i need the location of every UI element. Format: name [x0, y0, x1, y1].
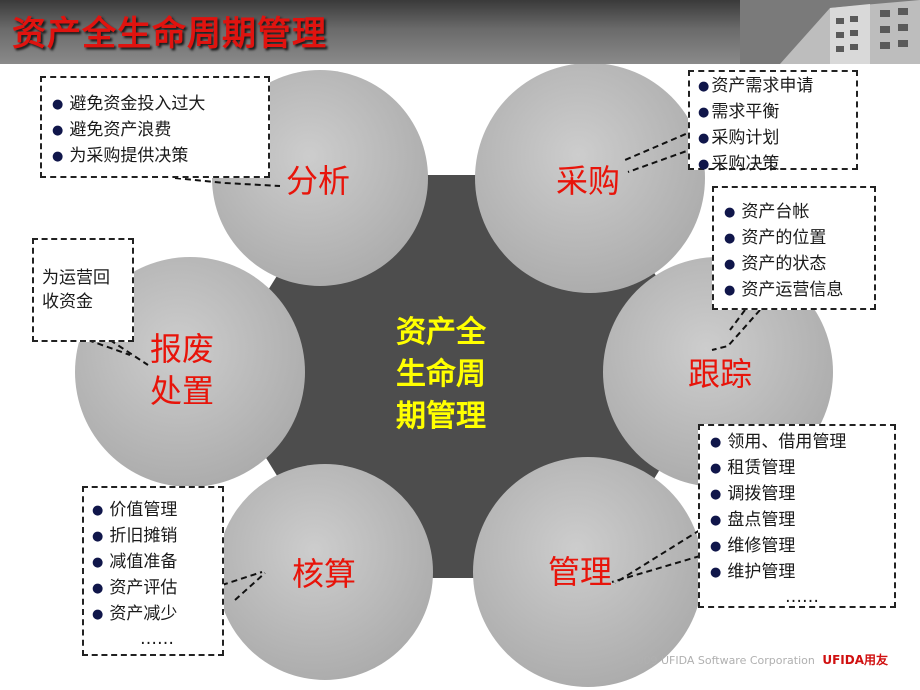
- page-title: 资产全生命周期管理: [12, 14, 327, 54]
- note-management-ellipsis: ……: [785, 587, 819, 607]
- connector-management-2: [611, 555, 701, 583]
- note-accounting-item: 减值准备: [92, 550, 222, 576]
- stage-label-management: 管理: [548, 553, 613, 591]
- stage-circle-accounting: [217, 464, 433, 680]
- title-bar: 资产全生命周期管理: [0, 0, 920, 64]
- note-accounting: 价值管理 折旧摊销 减值准备 资产评估 资产减少 ……: [82, 486, 224, 656]
- note-management-item: 租赁管理: [710, 456, 894, 482]
- note-management-item: 维修管理: [710, 534, 894, 560]
- note-accounting-item: 价值管理: [92, 498, 222, 524]
- center-label-line2: 生命周: [396, 357, 486, 392]
- center-label-line1: 资产全: [396, 315, 486, 350]
- note-management: 领用、借用管理 租赁管理 调拨管理 盘点管理 维修管理 维护管理 ……: [698, 424, 896, 608]
- note-analysis-item: 为采购提供决策: [52, 144, 268, 170]
- stage-circle-procurement: [475, 64, 705, 293]
- stage-circle-management: [473, 457, 703, 687]
- connector-tracking: [729, 309, 746, 331]
- note-accounting-item: 折旧摊销: [92, 524, 222, 550]
- note-management-item: 领用、借用管理: [710, 430, 894, 456]
- note-disposal: 为运营回 收资金: [32, 238, 134, 342]
- note-tracking-item: 资产台帐: [724, 200, 874, 226]
- connector-analysis: [174, 177, 281, 187]
- stage-label-disposal-line2: 处置: [150, 372, 215, 410]
- note-tracking: 资产台帐 资产的位置 资产的状态 资产运营信息: [712, 186, 876, 310]
- note-analysis: 避免资金投入过大 避免资产浪费 为采购提供决策: [40, 76, 270, 178]
- connector-procurement-2: [627, 147, 696, 173]
- connector-management: [614, 529, 701, 584]
- note-disposal-line2: 收资金: [42, 292, 93, 312]
- note-tracking-item: 资产的位置: [724, 226, 874, 252]
- note-procurement-item: 采购计划: [698, 126, 856, 152]
- connector-disposal-2: [109, 339, 149, 366]
- note-tracking-item: 资产运营信息: [724, 278, 874, 304]
- stage-label-tracking: 跟踪: [688, 355, 753, 393]
- connector-procurement: [624, 129, 696, 161]
- note-procurement-item: 需求平衡: [698, 100, 856, 126]
- note-accounting-item: 资产评估: [92, 576, 222, 602]
- center-label: 资产全 生命周 期管理: [396, 312, 486, 438]
- connector-disposal: [87, 339, 131, 356]
- connector-accounting: [221, 571, 263, 586]
- note-accounting-ellipsis: ……: [140, 629, 174, 649]
- note-management-item: 调拨管理: [710, 482, 894, 508]
- stage-label-procurement: 采购: [556, 162, 621, 200]
- note-accounting-item: 资产减少: [92, 602, 222, 628]
- stage-label-disposal: 报废 处置: [150, 328, 214, 412]
- building-photo: [740, 0, 920, 64]
- stage-label-disposal-line1: 报废: [150, 330, 215, 368]
- note-analysis-item: 避免资产浪费: [52, 118, 268, 144]
- note-disposal-line1: 为运营回: [42, 268, 110, 288]
- footer: 2009 UFIDA Software Corporation UFIDA用友: [629, 651, 888, 668]
- footer-copyright: 2009 UFIDA Software Corporation: [629, 654, 815, 667]
- stage-label-analysis: 分析: [286, 162, 351, 200]
- lifecycle-diagram: [75, 64, 833, 687]
- note-analysis-item: 避免资金投入过大: [52, 92, 268, 118]
- note-management-item: 盘点管理: [710, 508, 894, 534]
- connector-accounting-2: [234, 572, 266, 601]
- note-procurement-item: 资产需求申请: [698, 74, 856, 100]
- center-label-line3: 期管理: [396, 399, 486, 434]
- stage-label-accounting: 核算: [292, 555, 357, 593]
- ufida-logo: UFIDA用友: [822, 653, 888, 667]
- note-tracking-item: 资产的状态: [724, 252, 874, 278]
- note-procurement-item: 采购决策: [698, 152, 856, 178]
- note-procurement: 资产需求申请 需求平衡 采购计划 采购决策: [688, 70, 858, 174]
- note-management-item: 维护管理: [710, 560, 894, 586]
